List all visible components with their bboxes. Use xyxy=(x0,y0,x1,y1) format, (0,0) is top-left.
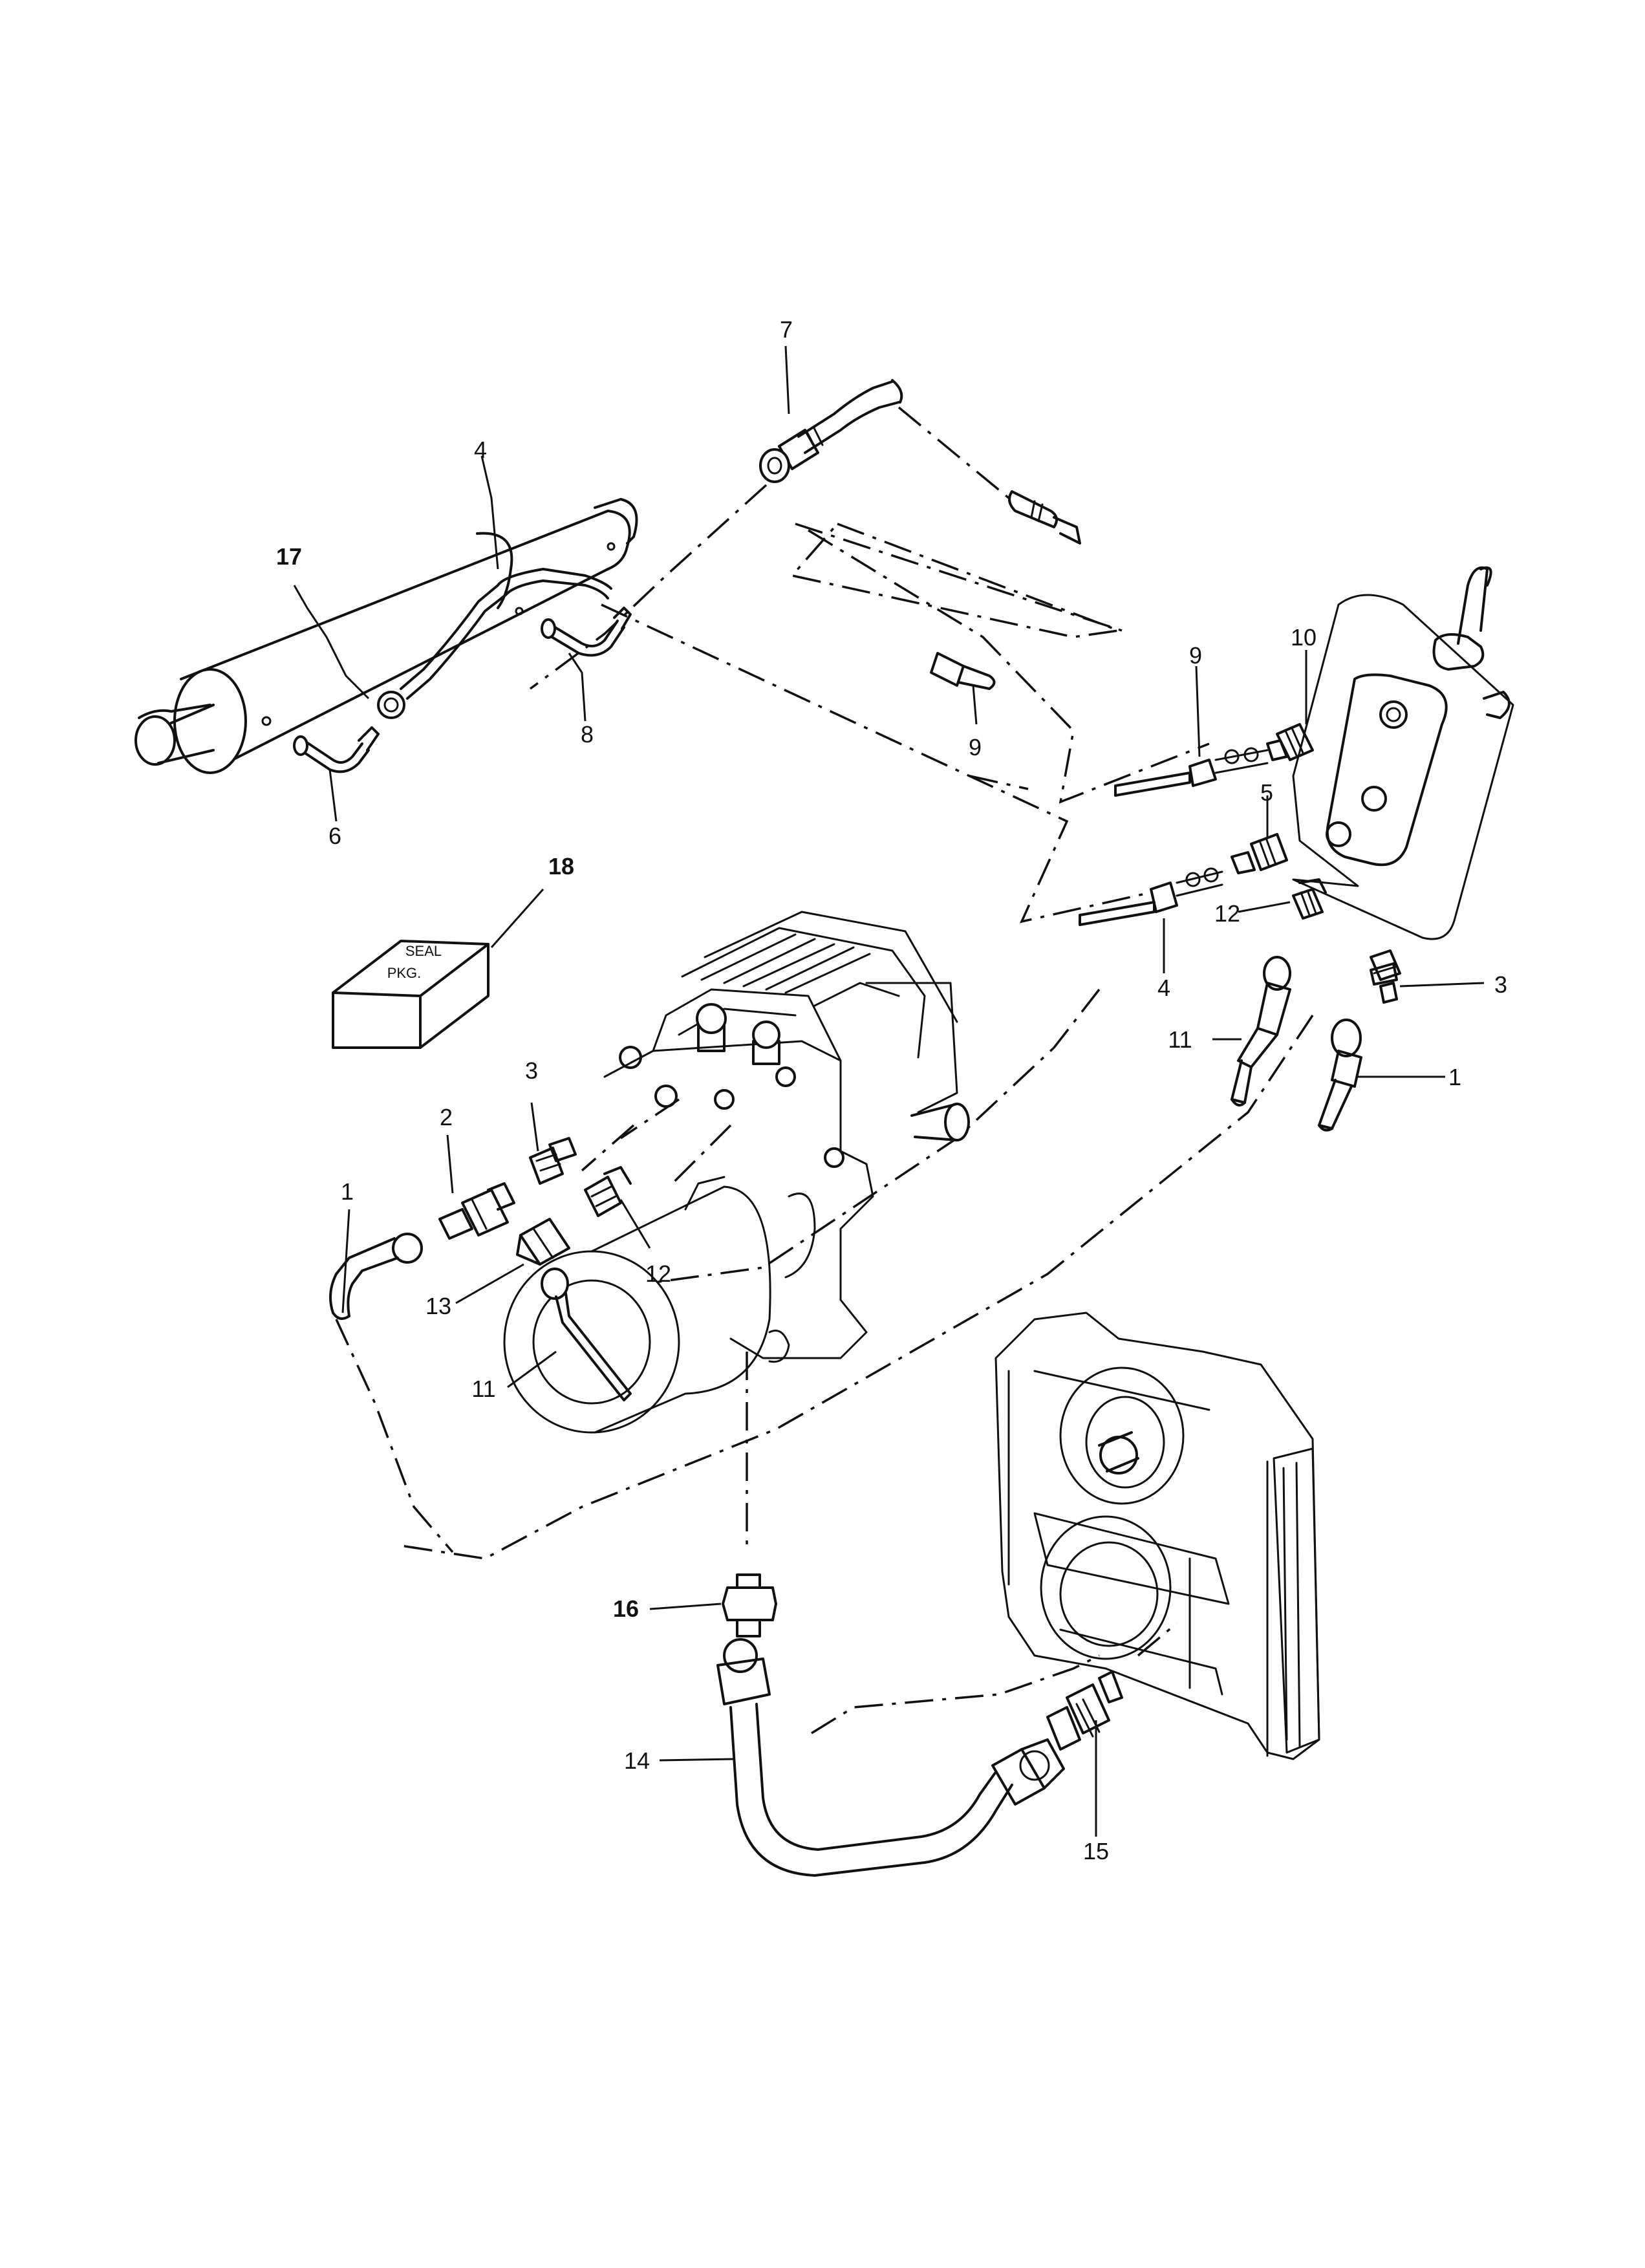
fitting-10 xyxy=(1266,723,1314,761)
inset-adapter-upper xyxy=(1008,490,1081,545)
routing-lines xyxy=(335,406,1314,1734)
inset-box xyxy=(790,522,1119,638)
callout-18: 18 xyxy=(548,853,574,880)
callout-1-right: 1 xyxy=(1448,1064,1461,1090)
callout-9-right: 9 xyxy=(1189,642,1202,669)
hose-14 xyxy=(716,1638,1065,1877)
callout-7: 7 xyxy=(780,316,793,343)
seal-package-18: SEAL PKG. xyxy=(332,940,489,1049)
fitting-3-right xyxy=(1370,949,1401,1004)
fitting-3-left xyxy=(529,1137,577,1185)
callout-16: 16 xyxy=(613,1595,639,1622)
seal-label-line1: SEAL xyxy=(405,943,442,959)
callout-2: 2 xyxy=(440,1104,453,1130)
callout-5: 5 xyxy=(1260,779,1273,806)
callout-11-right: 11 xyxy=(1168,1026,1192,1053)
fitting-12-right xyxy=(1292,878,1327,920)
inset-adapter-9 xyxy=(930,652,996,690)
callout-3-left: 3 xyxy=(525,1057,538,1084)
callout-4-top: 4 xyxy=(474,437,487,463)
elbow-fitting-6 xyxy=(293,726,380,773)
pump-assembly xyxy=(503,911,970,1434)
callout-6: 6 xyxy=(328,823,341,849)
callout-12-right: 12 xyxy=(1214,900,1240,927)
callout-4-right: 4 xyxy=(1157,975,1170,1001)
cylinder-17 xyxy=(134,498,638,774)
fitting-12-left xyxy=(584,1166,632,1217)
callout-12-left: 12 xyxy=(645,1260,671,1287)
valve-block xyxy=(1292,566,1514,940)
fitting-13 xyxy=(516,1218,570,1266)
tube-9-right xyxy=(1114,747,1269,797)
tube-1-left xyxy=(329,1233,423,1320)
callout-17: 17 xyxy=(276,543,302,570)
callout-1-left: 1 xyxy=(341,1178,354,1205)
leader-lines xyxy=(293,345,1485,1837)
callout-3-right: 3 xyxy=(1494,971,1507,998)
seal-label-line2: PKG. xyxy=(387,965,422,981)
hose-7 xyxy=(759,379,903,483)
reservoir-housing xyxy=(995,1312,1320,1760)
fitting-2 xyxy=(438,1182,515,1240)
elbow-fitting-8 xyxy=(541,607,632,657)
callout-10: 10 xyxy=(1291,624,1317,651)
callout-9-inset: 9 xyxy=(969,734,982,761)
callout-labels: 17 4 6 8 7 9 9 10 5 4 12 3 11 1 18 3 2 1… xyxy=(276,316,1507,1864)
fitting-15 xyxy=(1046,1670,1123,1751)
tube-4-right xyxy=(1079,867,1223,926)
callout-14: 14 xyxy=(624,1747,650,1774)
tube-11-left xyxy=(541,1268,632,1401)
callout-13: 13 xyxy=(425,1293,451,1319)
callout-8: 8 xyxy=(581,721,594,748)
tube-11-right xyxy=(1231,956,1291,1107)
fitting-16 xyxy=(722,1573,777,1637)
callout-11-left: 11 xyxy=(471,1376,495,1402)
fitting-5 xyxy=(1231,833,1288,874)
tube-1-right xyxy=(1318,1019,1362,1132)
callout-15: 15 xyxy=(1083,1838,1109,1864)
